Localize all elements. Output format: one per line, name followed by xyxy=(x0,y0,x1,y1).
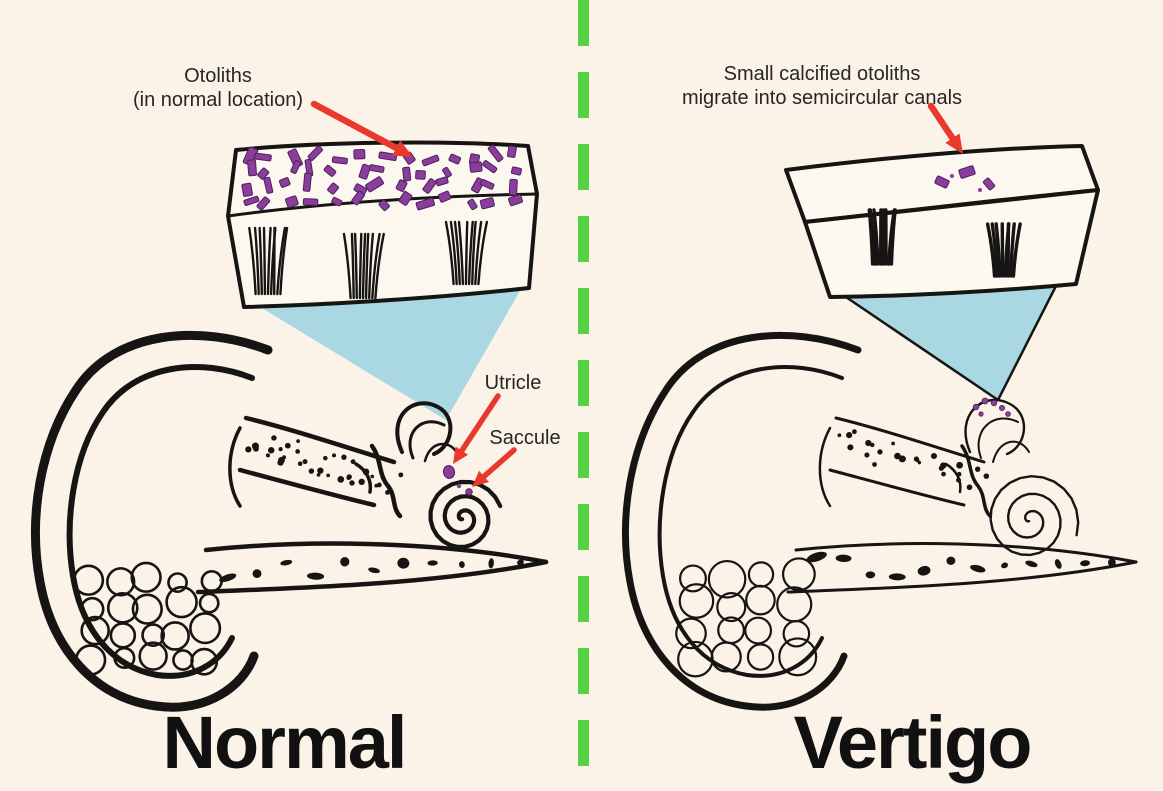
inner-ear-details xyxy=(395,401,503,550)
migration-label: Small calcified otoliths migrate into se… xyxy=(682,62,962,110)
ear-anatomy-sketch xyxy=(31,330,549,712)
vertigo-ear-illustration xyxy=(622,102,1138,711)
hair-cell-bundles-vertigo xyxy=(867,208,1022,278)
otoliths-label: Otoliths (in normal location) xyxy=(133,64,303,112)
ear-anatomy-sketch xyxy=(622,331,1138,711)
inner-ear-details xyxy=(964,398,1080,557)
macula-slab-front xyxy=(803,188,1100,299)
otoliths-label-line1: Otoliths xyxy=(184,65,252,87)
otoliths-label-line2: (in normal location) xyxy=(132,89,304,111)
panel-divider xyxy=(578,0,589,791)
annotation-arrows xyxy=(310,100,517,487)
migrated-otolith-particles xyxy=(972,397,1011,417)
migration-label-line2: migrate into semicircular canals xyxy=(681,87,963,109)
otolith-crystals-normal xyxy=(241,144,523,211)
annotation-arrows xyxy=(927,102,963,154)
vertigo-title: Vertigo xyxy=(793,701,1033,784)
migration-label-line1: Small calcified otoliths xyxy=(723,63,921,85)
magnifier-cone xyxy=(252,289,521,420)
vertigo-panel: Small calcified otoliths migrate into se… xyxy=(590,0,1163,791)
magnifier-cone xyxy=(838,280,1060,402)
normal-ear-illustration xyxy=(31,100,549,712)
utricle-label: Utricle xyxy=(484,372,542,394)
hair-cell-bundles-normal xyxy=(248,220,489,300)
saccule-label: Saccule xyxy=(489,427,561,449)
normal-panel: Otoliths (in normal location) Utricle Sa… xyxy=(0,0,578,791)
normal-title: Normal xyxy=(162,701,408,784)
otolith-crystals-sparse xyxy=(934,165,996,192)
